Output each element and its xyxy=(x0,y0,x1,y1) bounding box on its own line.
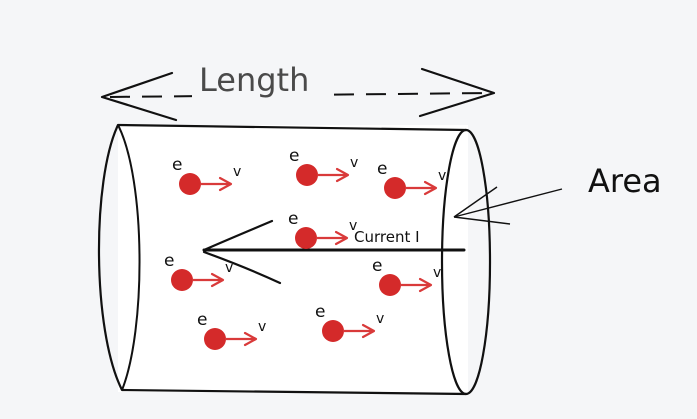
electron-charge-label: e xyxy=(197,310,207,330)
current-arrowhead-lower xyxy=(202,250,282,285)
cylinder-left-end-outer xyxy=(97,124,123,391)
electron-charge-label: e xyxy=(315,302,325,322)
cylinder-body-fill xyxy=(118,125,468,392)
velocity-arrow xyxy=(342,323,376,339)
velocity-arrow xyxy=(316,167,350,183)
velocity-arrow xyxy=(191,272,225,288)
cylinder-left-end-inner xyxy=(117,124,141,391)
velocity-arrow xyxy=(224,331,258,347)
electron-dot xyxy=(379,274,401,296)
velocity-label: v xyxy=(438,168,446,184)
area-label: Area xyxy=(588,162,662,200)
velocity-label: v xyxy=(376,311,384,327)
velocity-label: v xyxy=(433,265,441,281)
length-label-backdrop xyxy=(192,58,334,102)
length-arrow xyxy=(100,67,496,122)
electron-charge-label: e xyxy=(172,155,182,175)
area-pointer-line-2 xyxy=(453,186,498,218)
velocity-label: v xyxy=(349,218,357,234)
velocity-arrow xyxy=(199,176,233,192)
electron-dot xyxy=(171,269,193,291)
electron-dot xyxy=(322,320,344,342)
velocity-arrow xyxy=(404,180,438,196)
wire-cylinder xyxy=(97,123,492,396)
velocity-label: v xyxy=(225,260,233,276)
electron-charge-label: e xyxy=(289,146,299,166)
cylinder-bottom-edge xyxy=(120,388,468,396)
velocity-arrow xyxy=(399,277,433,293)
velocity-label: v xyxy=(233,164,241,180)
electron-charge-label: e xyxy=(164,251,174,271)
velocity-label: v xyxy=(350,155,358,171)
electron-charge-label: e xyxy=(288,209,298,229)
current-arrow xyxy=(202,219,466,285)
current-label: Current I xyxy=(354,228,420,246)
electron-charge-label: e xyxy=(377,159,387,179)
area-pointer xyxy=(453,186,563,225)
area-pointer-line-3 xyxy=(453,216,511,225)
electron-dot xyxy=(296,164,318,186)
electron-charge-label: e xyxy=(372,256,382,276)
electron-dot xyxy=(204,328,226,350)
electron-dot xyxy=(179,173,201,195)
electron-dot xyxy=(384,177,406,199)
length-arrowhead-left xyxy=(100,71,178,122)
length-label: Length xyxy=(199,61,309,99)
velocity-label: v xyxy=(258,319,266,335)
velocity-arrow xyxy=(315,230,349,246)
cylinder-right-end xyxy=(440,128,492,396)
length-arrowhead-right xyxy=(418,67,496,118)
electron-dot xyxy=(295,227,317,249)
cylinder-top-edge xyxy=(116,123,468,132)
current-arrowhead-upper xyxy=(202,219,274,252)
area-pointer-line-1 xyxy=(453,188,563,218)
